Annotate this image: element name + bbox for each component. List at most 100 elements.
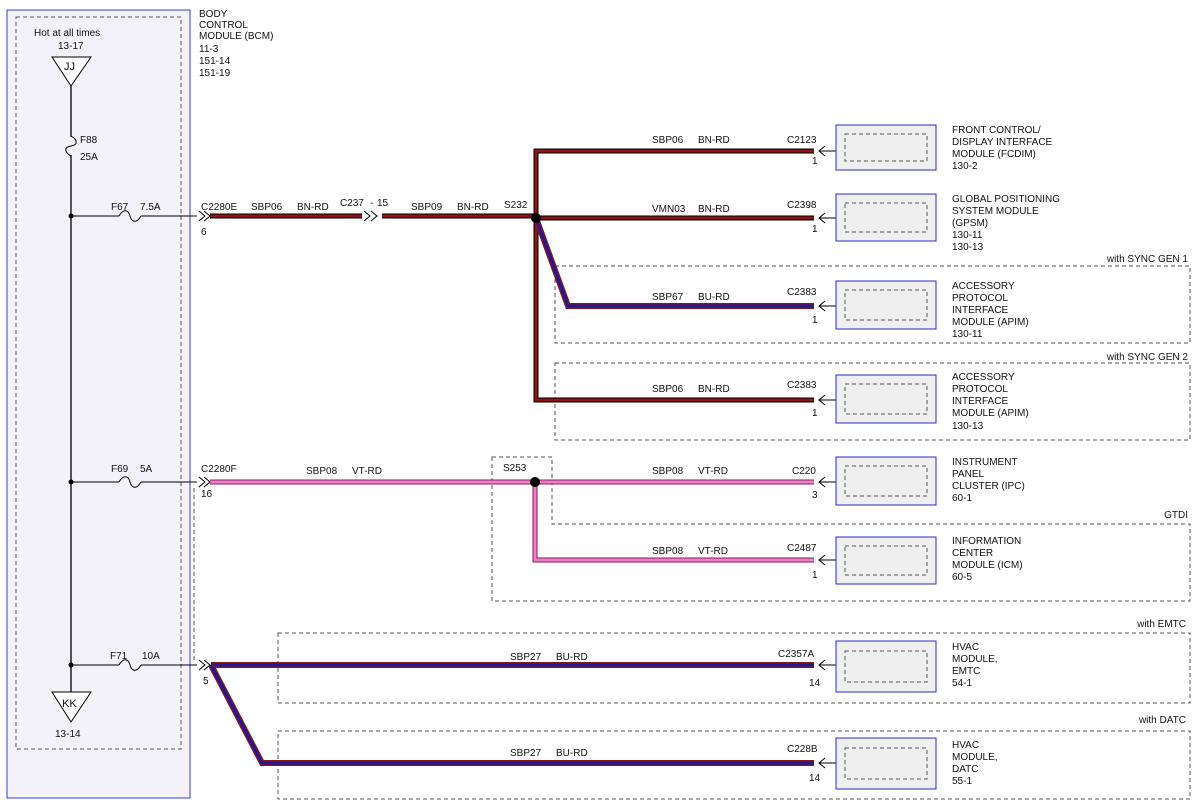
module-name-line: MODULE (ICM) [952, 560, 1023, 571]
ground-ref: 13-14 [55, 729, 81, 740]
branch-connector: C228B [787, 744, 818, 755]
option-label-emtc: with EMTC [1136, 619, 1186, 630]
branch-circuit: VMN03 [652, 204, 686, 215]
option-label-datc: with DATC [1138, 715, 1186, 726]
wire-sbp27-bu-rd [208, 662, 814, 766]
bcm-title-line-6: 151-19 [199, 68, 231, 79]
branch-pin: 3 [812, 490, 818, 501]
sbp06-color: BN-RD [297, 202, 329, 213]
connector-icon [363, 210, 378, 222]
branch-circuit: SBP67 [652, 292, 684, 303]
fuse-f69-id: F69 [111, 464, 129, 475]
option-box-sync-gen2 [554, 362, 1191, 441]
branch-pin: 1 [812, 224, 818, 235]
module-name-line: INTERFACE [952, 305, 1008, 316]
splice-s232-icon [531, 213, 541, 223]
module-name-line: PROTOCOL [952, 293, 1008, 304]
c2280e-connector: C2280E [201, 202, 237, 213]
bcm-box [6, 9, 191, 799]
main-fuse-icon [65, 135, 77, 157]
branch-pin: 1 [812, 408, 818, 419]
module-name-line: PROTOCOL [952, 384, 1008, 395]
option-box-sync-gen1 [554, 265, 1191, 344]
module-name-line: HVAC [952, 740, 979, 751]
fuse-f67-icon [118, 210, 142, 222]
module-name-line: FRONT CONTROL/ [952, 125, 1041, 136]
module-ref: 60-1 [952, 493, 972, 504]
branch-apim-gen1: SBP67 BU-RD C2383 1 ACCESSORY PROTOCOL I… [652, 280, 1029, 340]
branch-circuit: SBP06 [652, 384, 684, 395]
c237-pin: 15 [377, 198, 389, 209]
power-source-letter: JJ [64, 61, 75, 73]
sbp09-circuit: SBP09 [411, 202, 443, 213]
module-name-line: DISPLAY INTERFACE [952, 137, 1053, 148]
module-ref: 130-11 [952, 329, 983, 340]
module-name-line: EMTC [952, 666, 980, 677]
option-label-sync-gen1: with SYNC GEN 1 [1106, 254, 1189, 265]
branch-color: BU-RD [556, 652, 588, 663]
main-fuse-rating: 25A [80, 152, 98, 163]
ground-letter: KK [62, 698, 77, 710]
branch-connector: C2357A [778, 649, 814, 660]
fuse-f69-icon [118, 476, 142, 488]
main-fuse-id: F88 [80, 135, 98, 146]
bcm-title-line-1: BODY [199, 9, 228, 20]
fuse-f69-rating: 5A [140, 464, 153, 475]
module-box [835, 456, 937, 506]
module-name-line: MODULE (APIM) [952, 317, 1029, 328]
branch-connector: C2383 [787, 380, 817, 391]
module-ref: 130-13 [952, 421, 984, 432]
svg-text:-: - [370, 198, 373, 209]
hot-ref: 13-17 [58, 41, 84, 52]
power-source-icon [51, 56, 92, 87]
branch-pin: 14 [809, 773, 821, 784]
c2280e-pin: 6 [201, 227, 207, 238]
bcm-title-line-2: CONTROL [199, 20, 248, 31]
module-ref: 55-1 [952, 776, 972, 787]
branch-circuit: SBP08 [652, 466, 684, 477]
branch-circuit: SBP27 [510, 748, 542, 759]
module-name-line: INSTRUMENT [952, 457, 1018, 468]
module-name-line: PANEL [952, 469, 984, 480]
module-box [835, 536, 937, 585]
branch-icm: SBP08 VT-RD C2487 1 INFORMATION CENTER M… [652, 536, 1023, 585]
branch-connector: C220 [792, 466, 816, 477]
branch-color: BN-RD [698, 384, 730, 395]
module-name-line: DATC [952, 764, 978, 775]
module-ref: 130-11 [952, 230, 983, 241]
module-name-line: (GPSM) [952, 218, 988, 229]
branch-hvac-datc: SBP27 BU-RD C228B 14 HVAC MODULE, DATC 5… [510, 737, 998, 790]
fuse-f67-rating: 7.5A [140, 202, 161, 213]
module-name-line: GLOBAL POSITIONING [952, 194, 1060, 205]
connector-icon [198, 476, 211, 488]
branch-color: VT-RD [698, 466, 728, 477]
sbp08-color: VT-RD [352, 466, 382, 477]
hot-at-all-times-label: Hot at all times [34, 28, 100, 39]
branch-connector: C2487 [787, 543, 817, 554]
hvac-out-pin: 5 [203, 676, 209, 687]
module-box [835, 640, 937, 693]
wire-sbp08-vt-rd [210, 479, 814, 563]
module-name-line: INFORMATION [952, 536, 1021, 547]
branch-hvac-emtc: SBP27 BU-RD C2357A 14 HVAC MODULE, EMTC … [510, 640, 998, 693]
module-name-line: MODULE, [952, 752, 998, 763]
module-ref: 54-1 [952, 678, 972, 689]
bcm-inner-dashed-box [15, 16, 182, 750]
branch-color: VT-RD [698, 546, 728, 557]
branch-connector: C2398 [787, 200, 817, 211]
branch-connector: C2383 [787, 287, 817, 298]
splice-s253-label: S253 [503, 463, 527, 474]
c2280f-connector: C2280F [201, 464, 237, 475]
branch-circuit: SBP08 [652, 546, 684, 557]
module-name-line: MODULE (FCDIM) [952, 149, 1036, 160]
wire-bn-rd-trunk [533, 148, 814, 403]
sbp08-circuit: SBP08 [306, 466, 338, 477]
option-label-gtdi: GTDI [1164, 510, 1188, 521]
ground-icon [51, 691, 92, 723]
branch-gpsm: VMN03 BN-RD C2398 1 GLOBAL POSITIONING S… [652, 193, 1060, 253]
branch-color: BU-RD [698, 292, 730, 303]
c237-connector: C237 [340, 198, 364, 209]
option-box-gtdi [491, 456, 1191, 602]
branch-pin: 1 [812, 156, 818, 167]
